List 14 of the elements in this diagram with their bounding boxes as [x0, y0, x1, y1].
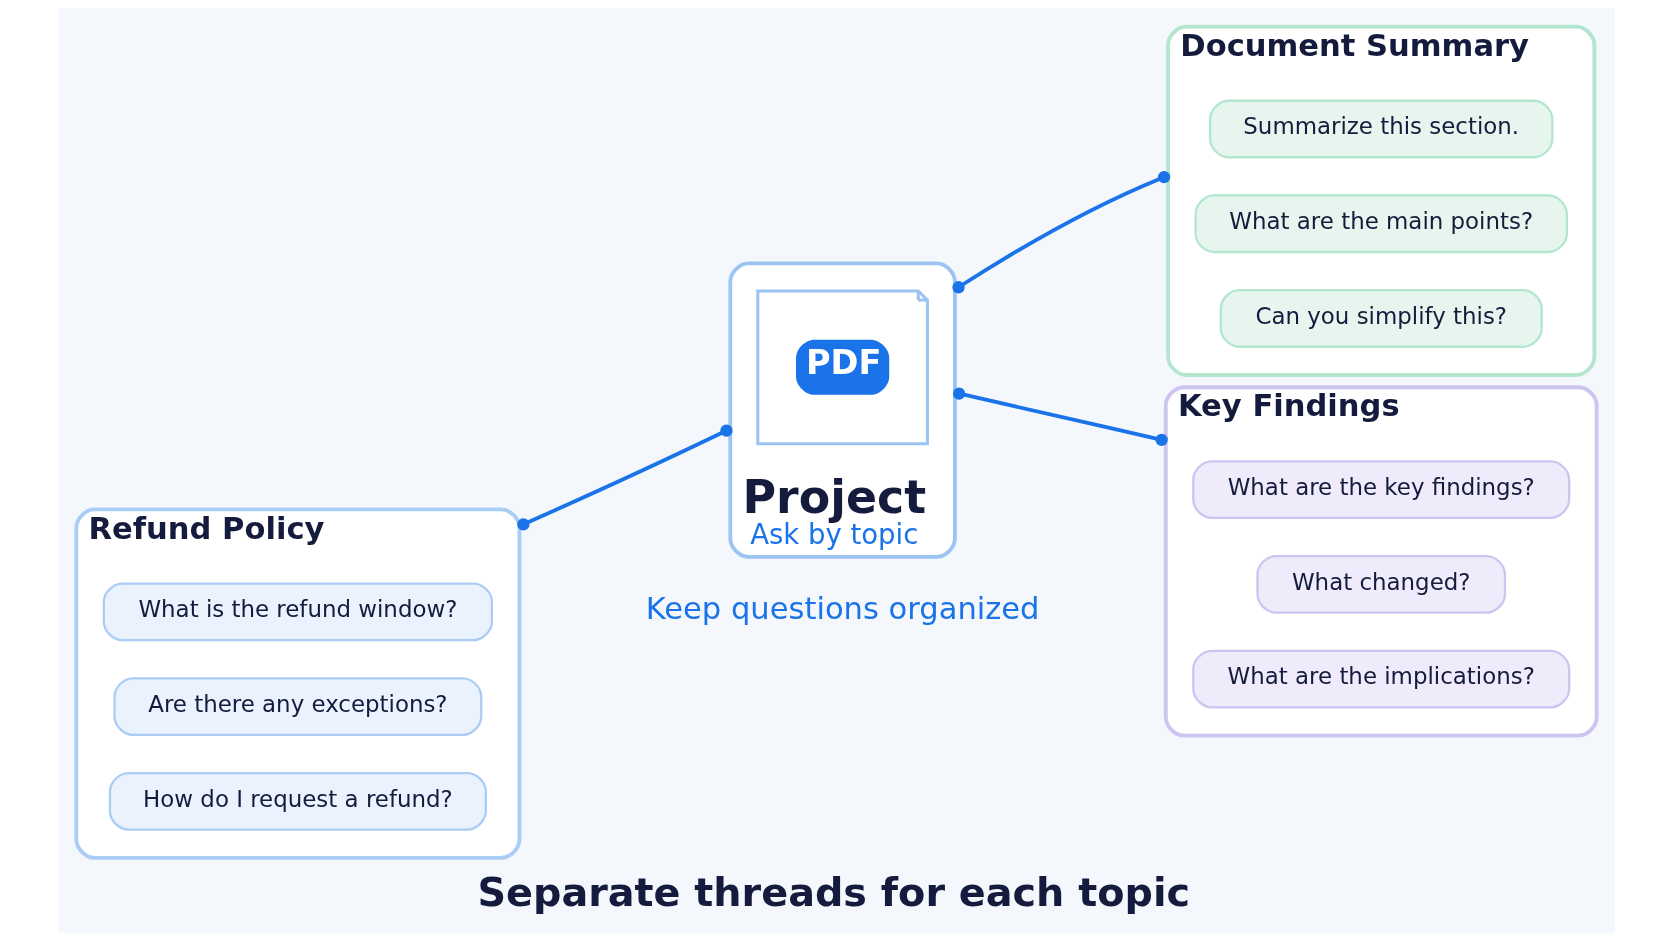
node-box: Are there any exceptions? — [112, 677, 482, 736]
node-box: What are the key findings? — [1191, 460, 1570, 519]
connector — [516, 424, 733, 531]
connector — [951, 170, 1170, 294]
node-box: What are the main points? — [1193, 194, 1568, 254]
node-box: What changed? — [1255, 554, 1506, 614]
caption: Separate threads for each topic — [476, 869, 1190, 916]
node-box: Can you simplify this? — [1219, 289, 1543, 348]
node-box: What is the refund window? — [102, 582, 493, 642]
connector — [952, 387, 1168, 446]
label: Keep questions organized — [645, 591, 1039, 627]
node-box: What are the implications? — [1191, 649, 1570, 709]
node-box: How do I request a refund? — [108, 771, 487, 831]
node-box: Summarize this section. — [1208, 99, 1553, 159]
